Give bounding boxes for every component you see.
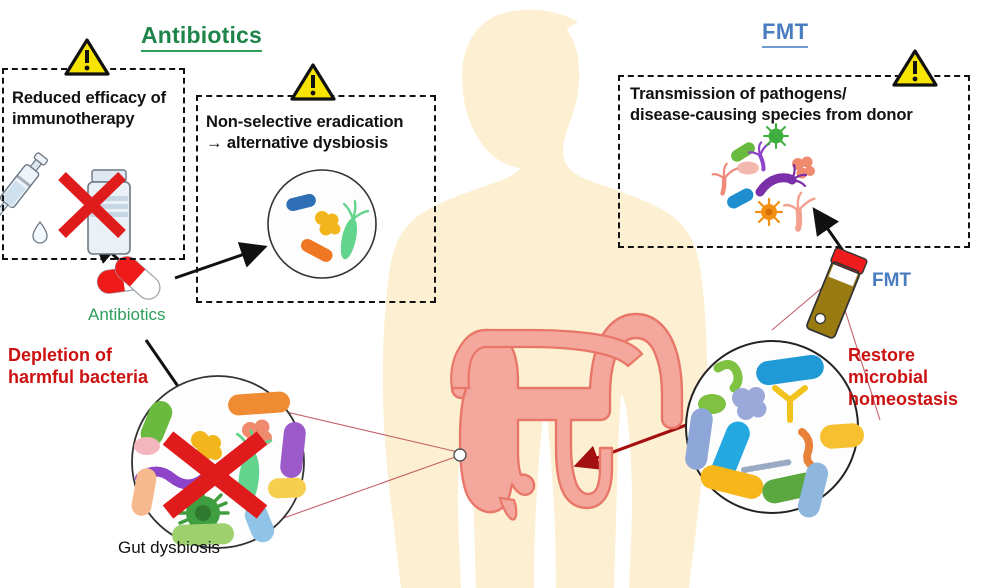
orange-virus xyxy=(754,197,784,227)
warning-triangle-icon xyxy=(290,63,336,101)
arrow-to-eradication-box xyxy=(174,242,268,280)
label-depletion-line-1: Depletion of xyxy=(8,345,112,365)
green-flagellate xyxy=(340,199,370,260)
red-x-cross-icon xyxy=(58,172,126,238)
antibiotic-capsules-icon xyxy=(96,256,161,300)
green-virus xyxy=(763,123,789,149)
label-depletion-line-2: harmful bacteria xyxy=(8,366,149,387)
fmt-tube-icon xyxy=(806,247,868,339)
callout-text-pathogen-transmission: Transmission of pathogens/ disease-causi… xyxy=(630,84,970,126)
warning-triangle-icon xyxy=(64,38,110,76)
label-antibiotics-pills: Antibiotics xyxy=(88,305,166,324)
pathogen-cluster xyxy=(711,123,816,232)
callout-line-2: immunotherapy xyxy=(12,110,135,129)
callout-line-1: Transmission of pathogens/ xyxy=(630,85,847,103)
warning-triangle-icon xyxy=(892,49,938,87)
label-restore-line-1: Restore microbial xyxy=(848,345,929,387)
label-depletion: Depletion of harmful bacteria xyxy=(8,345,173,389)
purple-cocci-cluster xyxy=(732,387,767,420)
callout-line-2: → alternative dysbiosis xyxy=(206,134,389,153)
orange-rod xyxy=(300,239,333,262)
label-restore-line-2: homeostasis xyxy=(848,388,959,409)
arrow-fmt-to-colon xyxy=(573,418,701,470)
heading-antibiotics: Antibiotics xyxy=(141,22,263,52)
callout-box-pathogen-transmission xyxy=(618,75,970,248)
alternative-dysbiosis-circle xyxy=(267,169,377,279)
callout-text-non-selective-eradication: Non-selective eradication → alternative … xyxy=(206,112,434,154)
label-gut-dysbiosis: Gut dysbiosis xyxy=(118,538,221,557)
label-restore: Restore microbial homeostasis xyxy=(848,345,998,411)
pink-oval xyxy=(737,161,759,175)
label-fmt-tube: FMT xyxy=(872,270,912,291)
callout-line-1: Reduced efficacy of xyxy=(12,89,166,107)
callout-line-2: disease-causing species from donor xyxy=(630,106,913,125)
colon-marker-dot xyxy=(453,448,467,462)
red-x-mark xyxy=(162,431,268,519)
heading-fmt: FMT xyxy=(762,19,809,48)
yellow-cocci-cluster xyxy=(315,211,341,236)
blue-rod xyxy=(286,193,316,212)
blue-rod xyxy=(727,188,754,209)
gut-dysbiosis-circle xyxy=(131,375,306,549)
syringe-and-vial-icon xyxy=(0,152,131,255)
purple-large-flagellate xyxy=(755,163,808,197)
large-intestine-colon xyxy=(450,312,684,521)
restored-microbiota-circle xyxy=(685,340,864,518)
yellow-branched xyxy=(772,385,808,423)
male-torso-silhouette xyxy=(382,9,708,588)
callout-line-1: Non-selective eradication xyxy=(206,113,404,131)
callout-text-reduced-efficacy: Reduced efficacy of immunotherapy xyxy=(12,88,184,130)
